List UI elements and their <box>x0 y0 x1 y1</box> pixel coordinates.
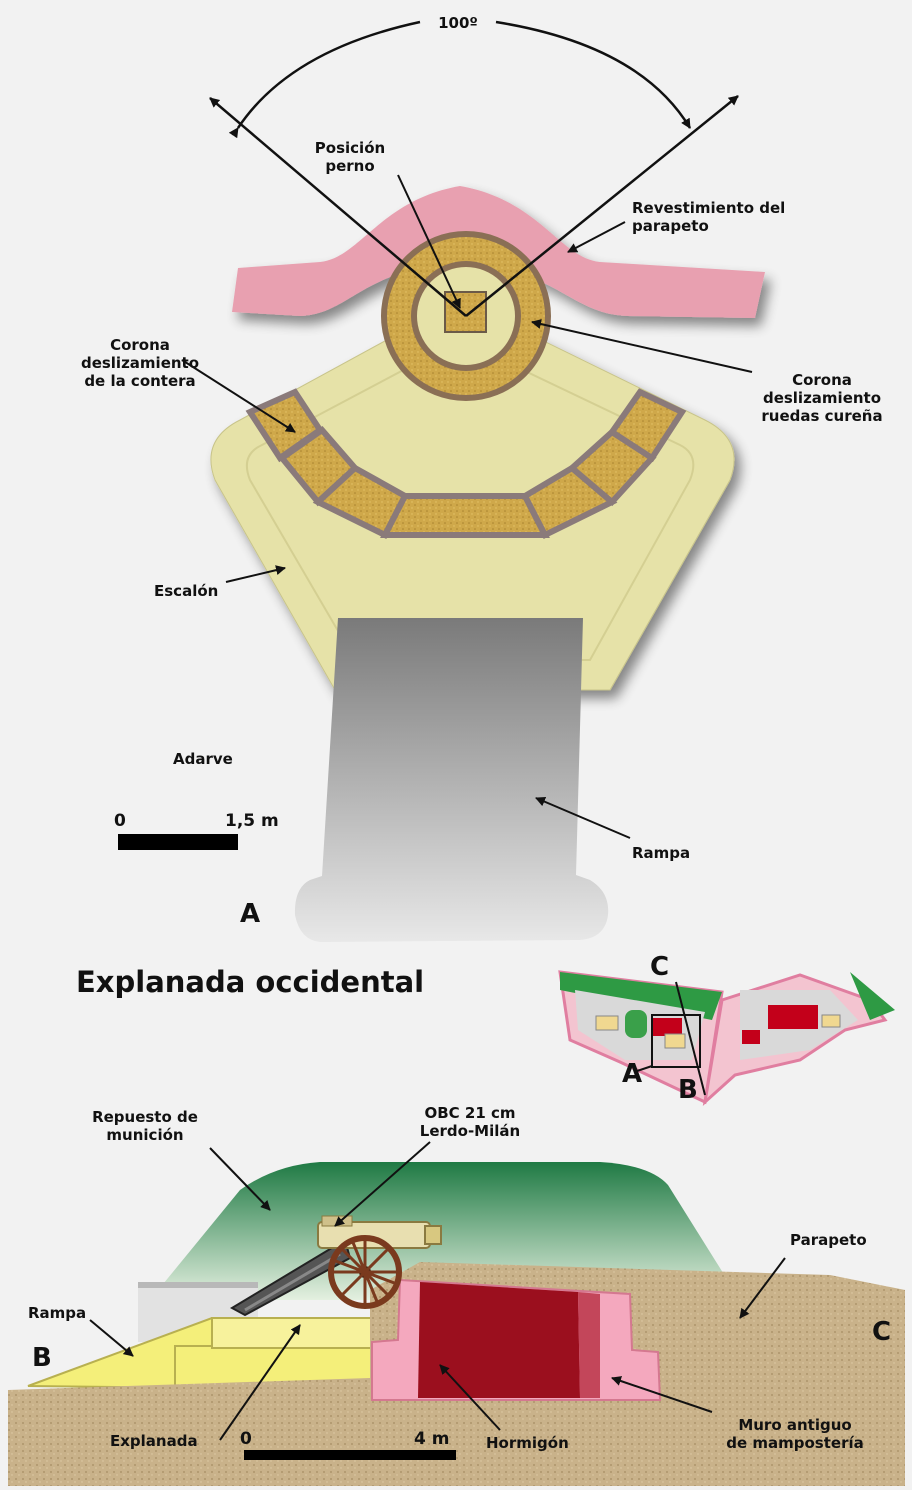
angle-arc-left <box>228 20 421 139</box>
masonry-label-1: Muro antiguo <box>738 1416 851 1434</box>
esplanade-label: Explanada <box>110 1432 198 1450</box>
ammo-store-label-2: munición <box>106 1126 183 1144</box>
magazine-mound <box>150 1162 740 1300</box>
section-scale-start: 0 <box>240 1429 252 1449</box>
plan-scale-start: 0 <box>114 811 126 831</box>
trail-slide-arc <box>245 388 687 539</box>
inset-map: C A B <box>558 952 895 1106</box>
section-ramp-label: Rampa <box>28 1304 86 1322</box>
pivot-position-label-2: perno <box>325 157 374 175</box>
ammo-store-label-1: Repuesto de <box>92 1108 198 1126</box>
revetment-label-1: Revestimiento del <box>632 199 785 217</box>
plan-letter-a: A <box>240 899 260 929</box>
concrete-label: Hormigón <box>486 1434 569 1452</box>
howitzer-label-2: Lerdo-Milán <box>420 1122 520 1140</box>
ramp-label: Rampa <box>632 844 690 862</box>
wheel-ring-label-3: ruedas cureña <box>761 407 882 425</box>
left-traverse-arrow <box>209 97 467 317</box>
inset-letter-a: A <box>622 1059 642 1089</box>
wheel-ring-label-2: deslizamiento <box>763 389 881 407</box>
section-view: Repuesto de munición OBC 21 cm Lerdo-Mil… <box>8 1104 905 1486</box>
revetment-label-2: parapeto <box>632 217 709 235</box>
ramp <box>294 618 609 942</box>
section-letter-b: B <box>32 1343 52 1373</box>
trail-ring-label-2: deslizamiento <box>81 354 199 372</box>
howitzer <box>229 1215 442 1317</box>
angle-label: 100º <box>438 14 478 32</box>
section-letter-c: C <box>872 1317 891 1347</box>
section-scale-bar <box>244 1450 456 1460</box>
plan-view: 100º Posición perno Revestimiento del pa… <box>81 14 883 942</box>
adarve-label: Adarve <box>173 750 233 768</box>
right-traverse-arrow <box>465 95 739 317</box>
masonry-label-2: de mampostería <box>726 1434 864 1452</box>
plan-scale-bar <box>118 834 238 850</box>
parapet-label: Parapeto <box>790 1231 867 1249</box>
trail-ring-label-3: de la contera <box>84 372 195 390</box>
trail-ring-label-1: Corona <box>110 336 170 354</box>
diagram-title: Explanada occidental <box>76 965 424 999</box>
pivot-plate <box>444 291 487 333</box>
inset-letter-b: B <box>678 1075 698 1105</box>
section-scale-end: 4 m <box>414 1429 449 1449</box>
wheel-ring-label-1: Corona <box>792 371 852 389</box>
pivot-position-label-1: Posición <box>315 139 385 157</box>
concrete-block <box>418 1282 580 1398</box>
inset-letter-c: C <box>650 952 669 982</box>
angle-arc-right <box>495 20 692 129</box>
step-label: Escalón <box>154 582 218 600</box>
plan-scale-end: 1,5 m <box>225 811 279 831</box>
howitzer-label-1: OBC 21 cm <box>424 1104 515 1122</box>
